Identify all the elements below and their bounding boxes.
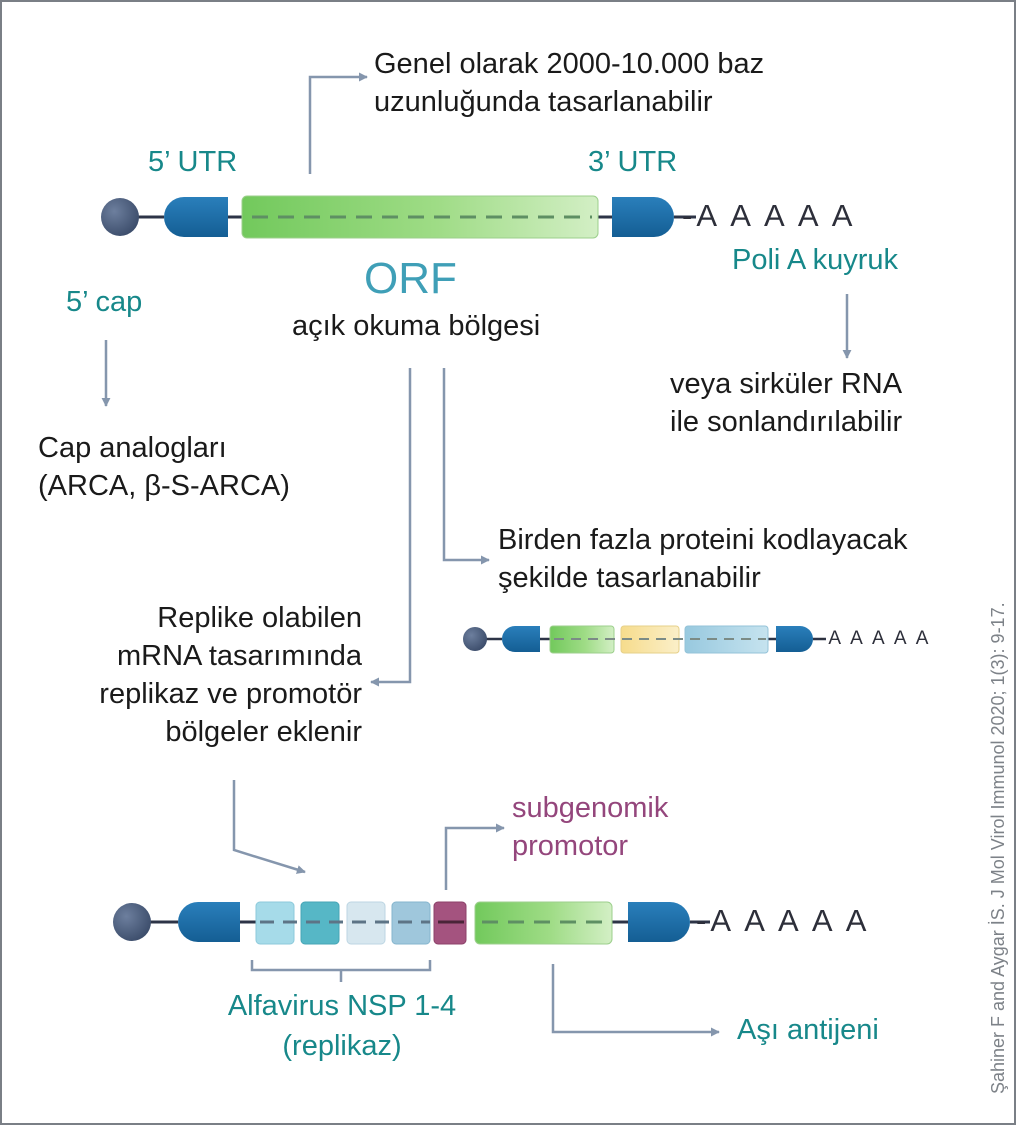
multi-protein-construct (463, 625, 826, 654)
subgenomic-promoter-line1: subgenomik (512, 792, 669, 824)
replicon-note-line2: mRNA tasarımında (117, 640, 362, 672)
cap-analogs-line1: Cap analogları (38, 432, 227, 464)
five-prime-utr-label: 5’ UTR (148, 146, 238, 178)
arrow-orf-to-replicon (370, 368, 412, 687)
replicon-note-line1: Replike olabilen (157, 602, 362, 634)
three-prime-utr-label: 3’ UTR (588, 146, 678, 178)
circular-rna-line2: ile sonlandırılabilir (670, 406, 903, 438)
top-mrna-construct (101, 195, 696, 239)
arrow-orf-to-multi (442, 368, 490, 565)
replicon-note-line4: bölgeler eklenir (165, 716, 362, 748)
orf-title: ORF (364, 254, 457, 303)
length-note-line2: uzunluğunda tasarlanabilir (374, 86, 713, 118)
arrow-text-to-replicon (232, 780, 306, 874)
arrow-orf-to-antigen (551, 964, 720, 1037)
citation: Şahiner F and Aygar İS. J Mol Virol Immu… (988, 602, 1008, 1094)
five-prime-utr-block (164, 197, 228, 237)
subgenomic-promoter-line2: promotor (512, 830, 629, 862)
cap-analogs-line2: (ARCA, β-S-ARCA) (38, 470, 290, 502)
nsp-label-line1: Alfavirus NSP 1-4 (227, 990, 457, 1022)
five-prime-cap-label: 5’ cap (66, 286, 143, 318)
arrow-orf-to-length (308, 72, 368, 174)
nsp-bracket (250, 960, 432, 982)
connectors (101, 72, 852, 1037)
five-prime-cap-icon (101, 198, 139, 236)
replicon-three-prime-utr (628, 902, 690, 942)
replicon-construct (113, 901, 710, 982)
length-note-line1: Genel olarak 2000-10.000 baz (374, 48, 765, 80)
multi-protein-line1: Birden fazla proteini kodlayacak (498, 524, 908, 556)
replicon-cap-icon (113, 903, 151, 941)
circular-rna-line1: veya sirküler RNA (670, 368, 903, 400)
arrow-promoter-to-label (444, 823, 505, 890)
small-poly-a-sequence: -A A A A A (819, 628, 932, 649)
vaccine-antigen-label: Aşı antijeni (737, 1014, 879, 1046)
small-five-prime-utr (502, 626, 540, 652)
nsp-label-line2: (replikaz) (282, 1030, 402, 1062)
three-prime-utr-block (612, 197, 674, 237)
poly-a-sequence: -A A A A A (682, 198, 857, 233)
small-three-prime-utr (776, 626, 813, 652)
replicon-five-prime-utr (178, 902, 240, 942)
replicon-poly-a-sequence: -A A A A A (696, 903, 871, 938)
small-cap-icon (463, 627, 487, 651)
replicon-note-line3: replikaz ve promotör (99, 678, 362, 710)
multi-protein-line2: şekilde tasarlanabilir (498, 562, 761, 594)
poly-a-tail-label: Poli A kuyruk (732, 244, 899, 276)
orf-description: açık okuma bölgesi (292, 310, 541, 342)
